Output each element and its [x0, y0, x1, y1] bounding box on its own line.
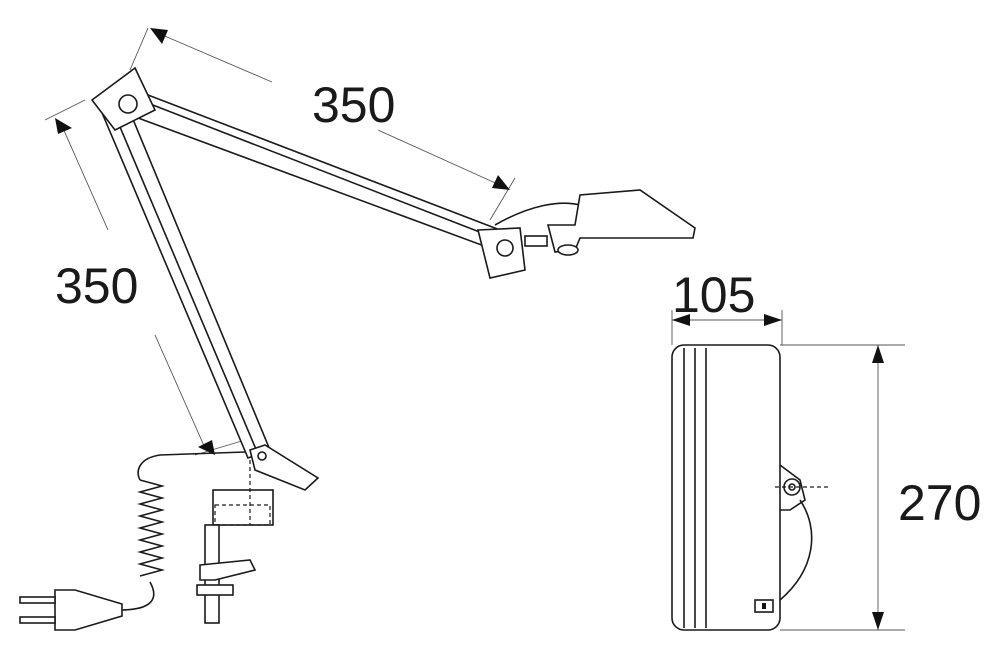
lamp-head-side-view: 105 270: [671, 267, 981, 631]
arrow-icon: [872, 612, 884, 630]
head-length-label: 270: [898, 475, 981, 531]
lamp-head: [546, 189, 696, 256]
arrow-icon: [764, 314, 782, 326]
clamp-base: [196, 460, 274, 624]
plug: [19, 589, 123, 631]
arrow-icon: [672, 314, 690, 326]
lamp-arm: [90, 66, 581, 491]
arrow-icon: [198, 440, 215, 455]
arrow-icon: [492, 175, 510, 190]
power-cord: [119, 451, 246, 611]
arrow-icon: [55, 118, 72, 134]
lower-arm-length-label: 350: [55, 258, 138, 314]
lower-arm-dimension: 350: [44, 99, 246, 456]
arrow-icon: [150, 28, 168, 44]
arrow-icon: [872, 345, 884, 363]
head-width-label: 105: [672, 267, 755, 323]
upper-arm-dimension: 350: [129, 27, 516, 221]
upper-arm-length-label: 350: [312, 77, 395, 133]
